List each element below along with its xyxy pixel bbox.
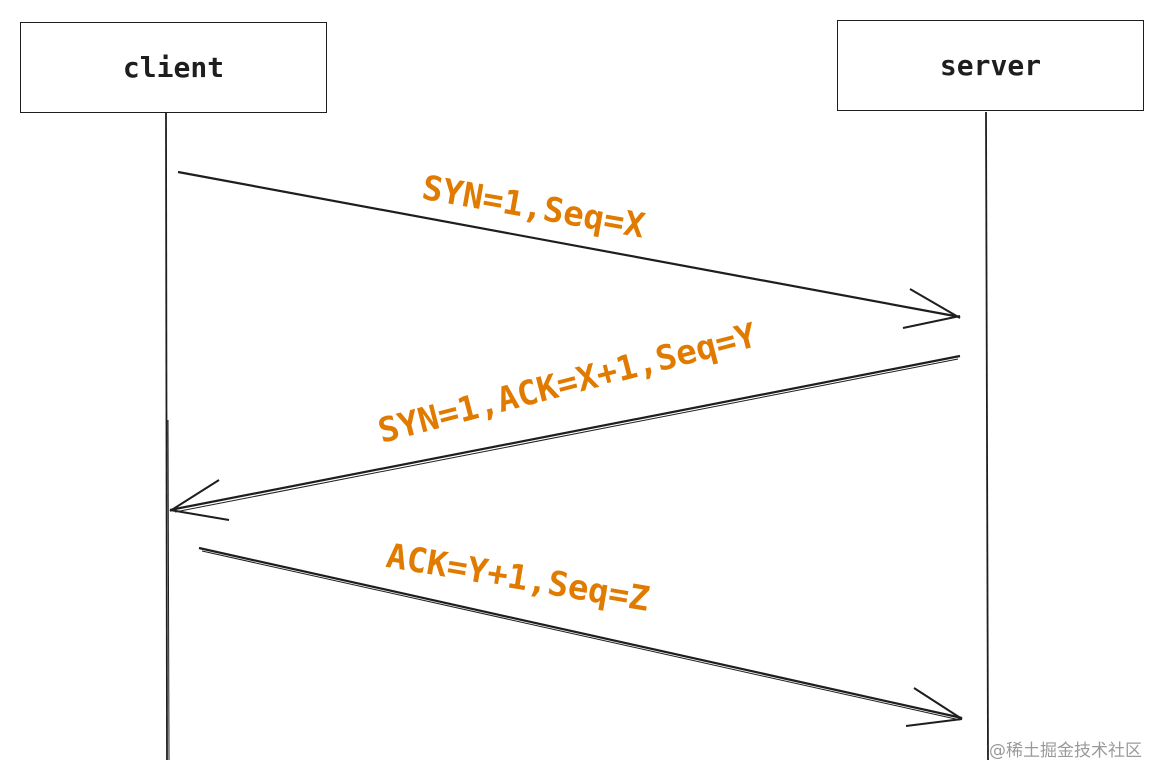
client-lifeline-shadow (167, 419, 170, 761)
arrow-ack-shadow (201, 550, 961, 721)
arrow-ack (198, 546, 963, 720)
client-label: client (122, 51, 225, 84)
client-lifeline (165, 112, 168, 761)
arrow-syn-ack (169, 354, 961, 512)
watermark: @稀土掘金技术社区 (989, 741, 1142, 761)
client-box: client (20, 22, 327, 113)
server-box: server (837, 20, 1144, 111)
arrow-syn-ack-shadow (174, 358, 959, 513)
server-label: server (939, 49, 1042, 82)
arrow-ack-head (905, 687, 963, 727)
arrow-syn (177, 170, 961, 319)
arrow-syn-head (902, 288, 961, 329)
arrow-syn-ack-head (169, 479, 230, 521)
server-lifeline (985, 111, 989, 761)
